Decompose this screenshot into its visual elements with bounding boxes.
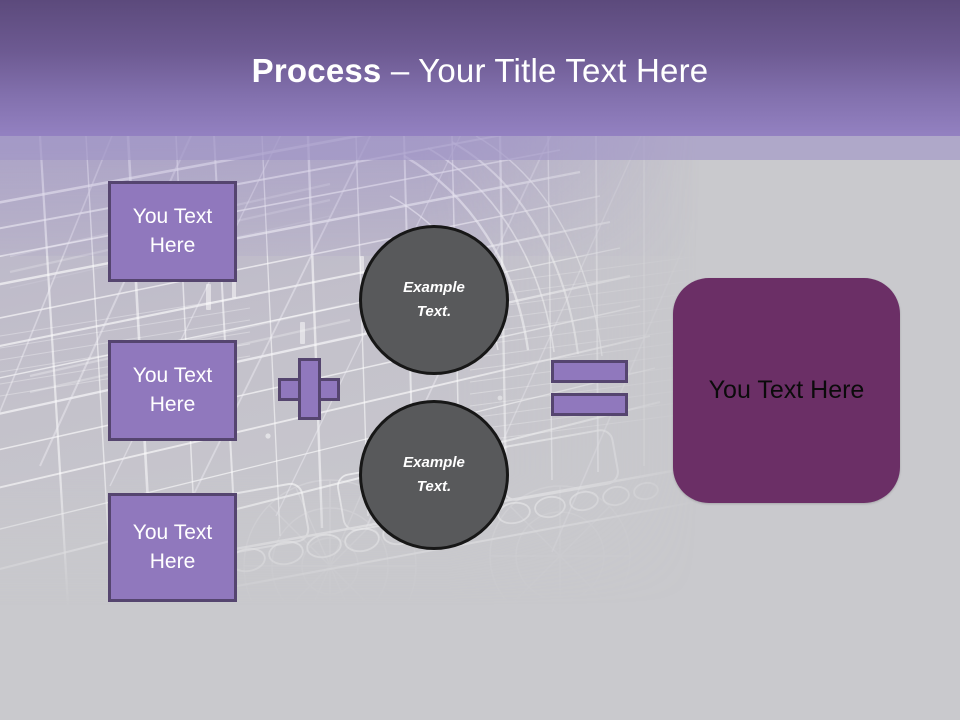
header-underband — [0, 136, 960, 160]
example-circle-2-line2: Text. — [416, 478, 452, 495]
page-title: Process – Your Title Text Here — [252, 54, 709, 87]
input-box-3-line2: Here — [149, 549, 196, 573]
equals-top-bar — [551, 360, 628, 383]
result-box-label: You Text Here — [708, 376, 865, 404]
input-box-2-line2: Here — [149, 392, 196, 416]
equals-operator-icon — [551, 360, 628, 416]
equals-bottom-bar — [551, 393, 628, 416]
input-box-2-line1: You Text — [132, 364, 213, 388]
plus-center-fill — [301, 381, 318, 398]
input-box-3-line1: You Text — [132, 521, 213, 545]
page-title-rest: – Your Title Text Here — [381, 51, 709, 89]
example-circle-1-line2: Text. — [416, 303, 452, 320]
page-title-emphasis: Process — [251, 51, 382, 89]
plus-operator-icon — [278, 358, 340, 420]
example-circle-1-line1: Example — [403, 279, 465, 296]
result-box[interactable]: You Text Here — [673, 278, 900, 503]
slide-header: Process – Your Title Text Here — [0, 0, 960, 136]
input-box-1-line2: Here — [149, 233, 196, 257]
input-box-1-line1: You Text — [132, 205, 213, 229]
example-circle-2-line1: Example — [403, 454, 465, 471]
